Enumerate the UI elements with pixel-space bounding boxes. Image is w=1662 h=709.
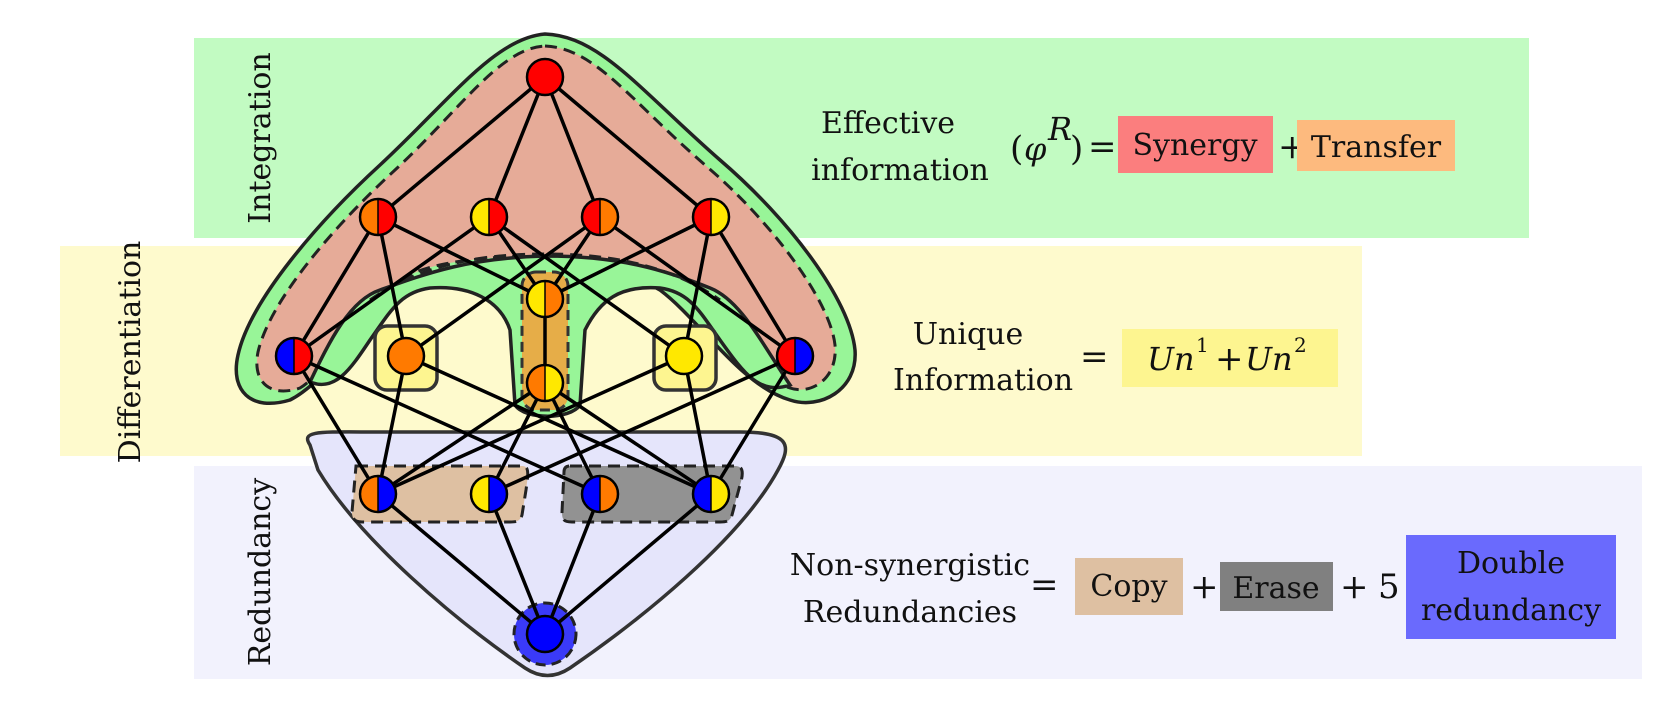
lattice-edges: [292, 75, 797, 636]
node-blue-orange: [580, 474, 620, 514]
copy-label: Copy: [1090, 569, 1167, 604]
node-yellow-red: [469, 197, 509, 237]
node-red-orange: [580, 197, 620, 237]
node-bottom-blue: [525, 614, 565, 654]
node-yellow-orange-upper: [525, 279, 565, 319]
node-red-blue: [775, 336, 815, 376]
node-orange-yellow-lower: [525, 363, 565, 403]
unique-info-line1: Unique: [913, 317, 1023, 352]
redundancy-equals: =: [1030, 565, 1059, 605]
transfer-arch-dashed: [369, 252, 721, 302]
un1-sup: 1: [1196, 333, 1209, 357]
node-top-red: [525, 57, 565, 97]
effective-info-line2: information: [811, 153, 989, 188]
synergy-region: [255, 44, 837, 393]
node-yellow-blue: [469, 474, 509, 514]
unique-info-line2: Information: [893, 363, 1073, 398]
double-coefficient: 5: [1378, 567, 1400, 607]
node-blue-red: [274, 336, 314, 376]
unique-box: [1122, 329, 1338, 387]
synergy-label: Synergy: [1132, 128, 1257, 163]
un1-term: Un: [1147, 340, 1195, 378]
integration-equals: =: [1088, 127, 1117, 167]
nonsyn-line1: Non-synergistic: [790, 548, 1030, 583]
node-blue-yellow: [691, 474, 731, 514]
node-yellow: [664, 336, 704, 376]
erase-box: [1220, 562, 1333, 611]
double-label-line1: Double: [1457, 546, 1565, 581]
double-label-line2: redundancy: [1421, 593, 1601, 628]
node-orange-blue: [358, 474, 398, 514]
phi-open-paren: (: [1010, 129, 1023, 169]
phi-superscript: R: [1047, 110, 1072, 148]
transfer-box: [1297, 120, 1455, 171]
phi-close-paren: ): [1070, 129, 1083, 169]
un2-term: Un: [1245, 340, 1293, 378]
double-redundancy-box: [1406, 535, 1616, 639]
synergy-box: [1118, 116, 1273, 173]
redundancy-plus2: +: [1340, 567, 1369, 607]
unique-plus: +: [1215, 339, 1244, 379]
phi-symbol: φ: [1024, 130, 1047, 168]
redundancy-plus1: +: [1190, 567, 1219, 607]
nonsyn-line2: Redundancies: [803, 595, 1017, 630]
node-red-yellow: [691, 197, 731, 237]
transfer-label: Transfer: [1311, 130, 1442, 165]
integration-label: Integration: [243, 52, 278, 223]
differentiation-label: Differentiation: [113, 241, 148, 464]
erase-label: Erase: [1232, 571, 1319, 606]
differentiation-equals: =: [1080, 337, 1109, 377]
un2-sup: 2: [1294, 333, 1307, 357]
node-orange-red: [358, 197, 398, 237]
node-orange: [386, 336, 426, 376]
effective-info-line1: Effective: [821, 106, 955, 141]
copy-box: [1075, 558, 1183, 615]
redundancy-label: Redundancy: [243, 478, 278, 666]
